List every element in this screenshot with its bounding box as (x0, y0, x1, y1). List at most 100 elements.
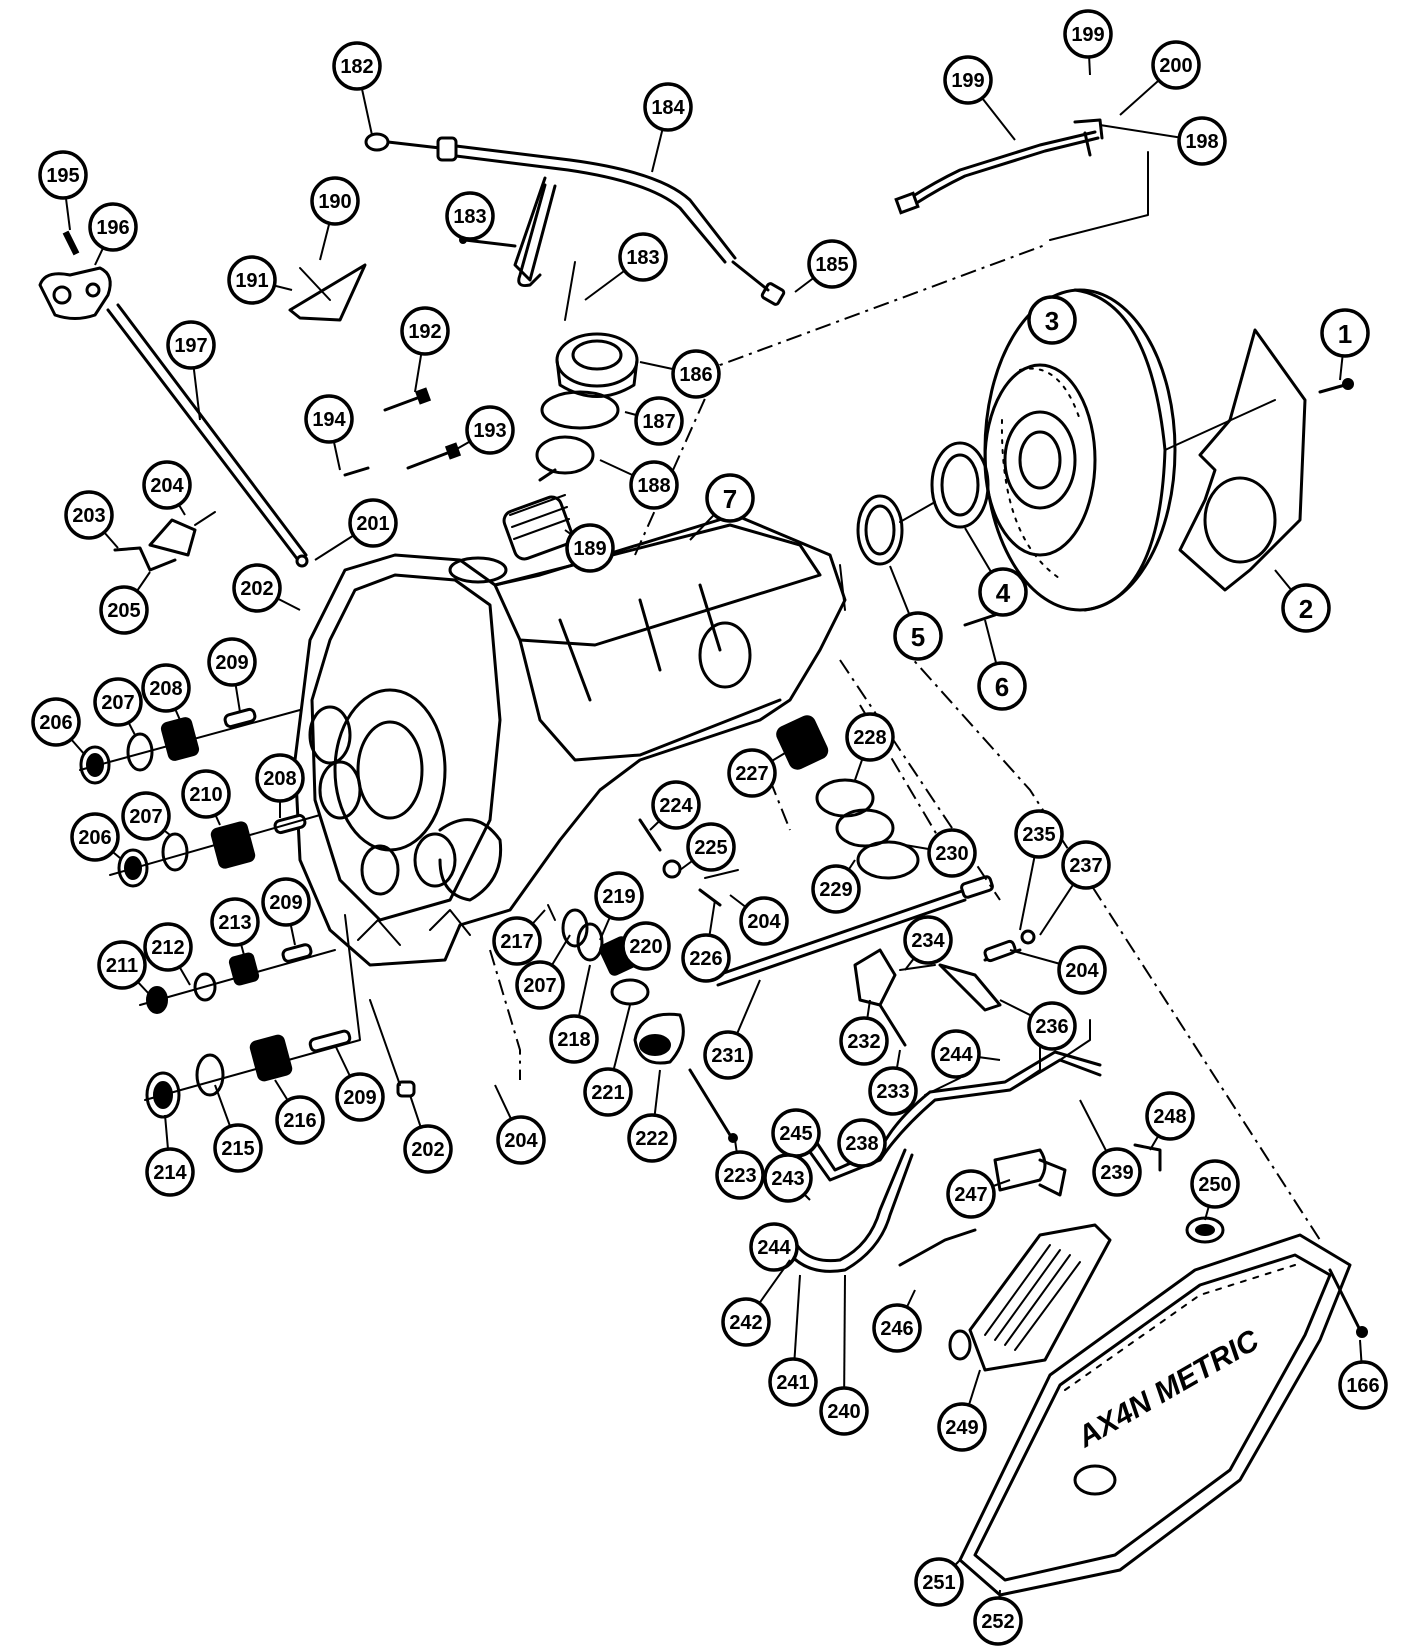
callout-250: 250 (1190, 1159, 1240, 1221)
callout-number: 188 (637, 475, 670, 497)
seals (856, 441, 997, 627)
callout-circle (671, 349, 721, 399)
callout-number: 231 (711, 1045, 744, 1067)
callout-219: 219 (594, 871, 644, 941)
callout-230: 230 (904, 828, 977, 878)
callout-circle (643, 82, 693, 132)
callout-number: 196 (96, 217, 129, 239)
callout-247: 247 (946, 1169, 1011, 1219)
callout-number: 244 (757, 1237, 791, 1259)
callout-218: 218 (549, 964, 599, 1064)
callout-circle (99, 585, 149, 635)
part-artwork: AX4N METRIC (38, 118, 1368, 1597)
callout-number: 194 (312, 409, 346, 431)
callout-number: 2 (1299, 594, 1313, 624)
callout-circle (1320, 308, 1370, 358)
callout-252: 252 (973, 1589, 1023, 1646)
callout-circle (903, 915, 953, 965)
callout-number: 205 (107, 600, 140, 622)
callout-189: 189 (564, 523, 615, 573)
callout-187: 187 (624, 396, 684, 446)
callout-number: 182 (340, 56, 373, 78)
callout-number: 233 (876, 1081, 909, 1103)
callout-circle (715, 1150, 765, 1200)
callout-circle (348, 498, 398, 548)
callout-number: 4 (996, 578, 1011, 608)
callout-circle (232, 563, 282, 613)
callout-circle (97, 940, 147, 990)
oil-pan-label: AX4N METRIC (1071, 1323, 1266, 1454)
callout-circle (943, 55, 993, 105)
callout-206: 206 (70, 812, 121, 862)
magnet (1185, 1216, 1225, 1244)
callout-circle (705, 473, 755, 523)
callout-number: 199 (1071, 24, 1104, 46)
callout-circle (634, 396, 684, 446)
callout-number: 7 (723, 484, 737, 514)
callout-2: 2 (1274, 569, 1331, 633)
callout-199: 199 (943, 55, 1016, 141)
manual-shaft (106, 303, 309, 568)
callout-circle (978, 567, 1028, 617)
callout-number: 222 (635, 1128, 668, 1150)
callout-group: 1821841992001991981951961901831911851833… (31, 9, 1388, 1646)
callout-212: 212 (143, 922, 193, 986)
callout-number: 223 (723, 1165, 756, 1187)
callout-circle (977, 661, 1027, 711)
callout-193: 193 (454, 405, 515, 455)
callout-198: 198 (1099, 116, 1227, 166)
callout-241: 241 (768, 1274, 818, 1407)
callout-circle (335, 1072, 385, 1122)
callout-number: 166 (1346, 1375, 1379, 1397)
callout-number: 201 (356, 513, 389, 535)
callout-242: 242 (721, 1259, 791, 1347)
callout-circle (565, 523, 615, 573)
callout-circle (651, 780, 701, 830)
callout-204: 204 (1009, 945, 1107, 995)
callout-number: 252 (981, 1611, 1014, 1633)
callout-circle (1057, 945, 1107, 995)
callout-number: 5 (911, 622, 925, 652)
callout-circle (181, 769, 231, 819)
callout-213: 213 (210, 897, 260, 956)
callout-207: 207 (121, 791, 171, 841)
callout-circle (1027, 1001, 1077, 1051)
callout-228: 228 (845, 712, 895, 781)
callout-number: 183 (626, 247, 659, 269)
callout-number: 198 (1185, 131, 1218, 153)
callout-207: 207 (93, 677, 143, 736)
callout-circle (210, 897, 260, 947)
callout-number: 242 (729, 1312, 762, 1334)
callout-number: 218 (557, 1029, 590, 1051)
accumulator-186 (502, 261, 639, 561)
callout-number: 183 (453, 206, 486, 228)
callout-circle (837, 1118, 887, 1168)
callout-circle (38, 150, 88, 200)
callout-214: 214 (145, 1114, 195, 1197)
callout-circle (145, 1147, 195, 1197)
callout-number: 247 (954, 1184, 987, 1206)
callout-circle (629, 460, 679, 510)
callout-number: 209 (343, 1087, 376, 1109)
callout-number: 234 (911, 930, 945, 952)
callout-192: 192 (400, 306, 450, 393)
callout-circle (70, 812, 120, 862)
callout-216: 216 (274, 1079, 325, 1145)
callout-1: 1 (1320, 308, 1370, 381)
callout-number: 202 (240, 578, 273, 600)
callout-224: 224 (649, 780, 701, 831)
callout-number: 204 (747, 911, 781, 933)
callout-circle (868, 1066, 918, 1116)
callout-226: 226 (681, 899, 731, 983)
callout-251: 251 (914, 1557, 964, 1607)
callout-number: 192 (408, 321, 441, 343)
callout-number: 213 (218, 912, 251, 934)
callout-circle (143, 922, 193, 972)
callout-217: 217 (492, 909, 546, 966)
callout-circle (739, 896, 789, 946)
callout-circle (973, 1596, 1023, 1646)
callout-number: 235 (1022, 824, 1055, 846)
bracket-203 (113, 511, 216, 572)
callout-circle (166, 320, 216, 370)
